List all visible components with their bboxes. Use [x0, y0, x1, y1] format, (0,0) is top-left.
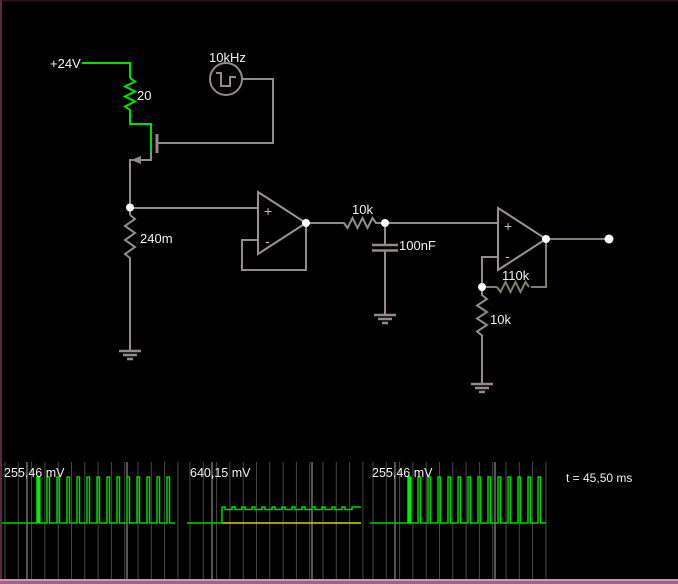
resistor-20-label: 20 [137, 88, 151, 103]
ground-symbol-2[interactable] [374, 313, 396, 325]
gate-wire[interactable] [158, 78, 274, 144]
window-border-bottom [0, 581, 678, 584]
resistor-240m-zigzag[interactable] [123, 214, 137, 350]
opamp1-minus-label: - [265, 233, 270, 249]
resistor-10k-gain-label: 10k [490, 312, 511, 327]
scope2-ripple-trace[interactable] [187, 506, 361, 524]
mosfet[interactable] [129, 78, 274, 215]
drain-resistor[interactable]: 20 [82, 62, 152, 152]
opamp1-plus-label: + [264, 203, 272, 219]
opamp1-feedback-wire[interactable] [241, 225, 307, 271]
supply-wire[interactable] [82, 62, 131, 78]
opamp-buffer[interactable]: + - [130, 190, 308, 271]
scope1-value-label: 255,46 mV [4, 466, 65, 480]
filter-resistor[interactable]: 10k [306, 202, 498, 231]
node-dots [126, 203, 614, 291]
gain-resistor[interactable]: 10k [475, 287, 511, 383]
window-border-bottom-light [0, 579, 678, 581]
node-dot [126, 203, 134, 212]
sense-resistor[interactable]: 240m [123, 214, 173, 350]
opamp2-minus-wire[interactable] [481, 256, 498, 287]
supply-voltage-label: +24V [50, 56, 81, 71]
opamp2-plus-label: + [504, 218, 512, 234]
resistor-20-zigzag[interactable] [122, 77, 152, 152]
ground-symbol-3[interactable] [471, 382, 493, 394]
output-terminal-dot[interactable] [604, 234, 614, 244]
square-wave-source[interactable]: 10kHz [209, 50, 246, 96]
node-dot [302, 219, 310, 227]
capacitor-100nF-label: 100nF [399, 238, 436, 253]
ground-symbol-1[interactable] [119, 349, 141, 361]
source-circle[interactable] [209, 62, 243, 96]
scope-first-pulse [36, 477, 41, 523]
resistor-110k-label: 110k [502, 268, 530, 283]
opamp-gain[interactable]: + - [481, 206, 609, 287]
feedback-resistor[interactable]: 110k [482, 241, 547, 295]
resistor-10k-zigzag[interactable] [306, 215, 498, 231]
scope3-value-label: 255,46 mV [372, 466, 433, 480]
resistor-110k-zigzag[interactable] [496, 279, 530, 295]
scope3-pulse-trace[interactable] [370, 476, 546, 524]
scope-first-pulse [407, 477, 412, 523]
node-dot [542, 235, 550, 243]
scope1-pulse-trace[interactable] [2, 476, 175, 524]
window-border-top [0, 0, 678, 2]
mosfet-arrow-icon [131, 156, 141, 164]
simulation-time-label: t = 45,50 ms [566, 471, 632, 485]
oscilloscope-strip[interactable] [2, 462, 547, 580]
square-wave-icon [216, 72, 236, 87]
node-dot [381, 219, 389, 227]
resistor-240m-label: 240m [140, 231, 173, 246]
scope2-value-label: 640,15 mV [190, 466, 251, 480]
source-frequency-label: 10kHz [209, 50, 246, 65]
filter-capacitor[interactable]: 100nF [372, 223, 436, 314]
window-border-left [0, 0, 2, 584]
opamp2-triangle[interactable] [497, 206, 548, 272]
resistor-10k-gain-zigzag[interactable] [475, 287, 489, 383]
opamp2-minus-label: - [505, 248, 510, 264]
opamp1-triangle[interactable] [257, 190, 308, 256]
resistor-10k-label: 10k [352, 202, 373, 217]
node-dot [478, 283, 486, 291]
